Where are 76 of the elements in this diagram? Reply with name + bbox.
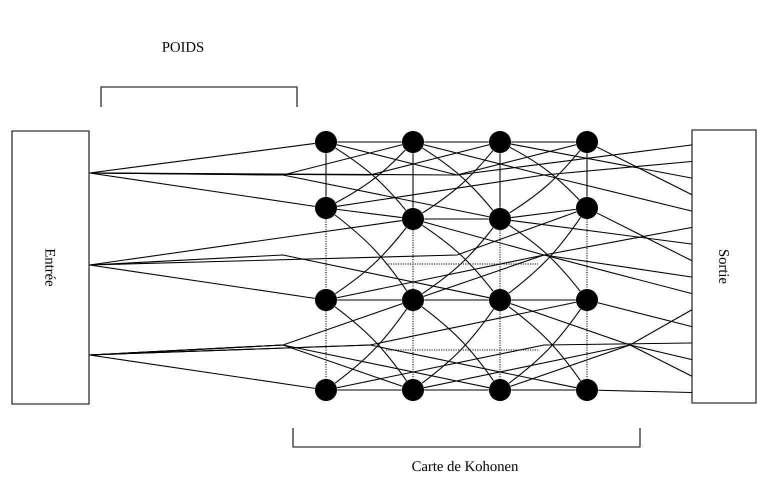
connection-line <box>511 220 692 245</box>
connection-line <box>325 219 327 289</box>
connection-line <box>424 389 489 391</box>
connection-line <box>90 254 490 298</box>
neuron-circle <box>315 131 337 153</box>
neuron-circle <box>489 379 511 401</box>
connection-line <box>90 172 490 218</box>
connection-line <box>596 146 692 195</box>
connection-line <box>510 303 692 346</box>
neuron-circle <box>489 131 511 153</box>
connection-line <box>499 153 501 208</box>
neuron-circle <box>489 289 511 311</box>
connection-line <box>424 144 692 176</box>
connection-line <box>424 221 692 256</box>
label: POIDS <box>162 42 204 52</box>
connection-line <box>596 212 692 261</box>
connection-line <box>337 299 402 301</box>
connection-line <box>510 144 692 179</box>
input-box: Entrée <box>11 130 90 405</box>
connection-line <box>89 354 315 389</box>
neuron-circle <box>402 131 424 153</box>
connection-line <box>510 146 580 200</box>
output-box: Sortie <box>691 129 757 404</box>
connection-line <box>598 390 692 394</box>
connection-line <box>89 220 402 266</box>
connection-line <box>337 174 692 212</box>
connection-line <box>424 141 489 143</box>
connection-line <box>424 218 489 220</box>
neuron-circle <box>315 197 337 219</box>
neuron-circle <box>315 289 337 311</box>
connection-line <box>598 302 692 327</box>
connection-line <box>89 142 315 174</box>
connection-line <box>90 344 576 388</box>
connection-line <box>336 342 692 388</box>
connection-line <box>336 254 692 298</box>
connection-line <box>89 172 315 207</box>
neuron-circle <box>402 289 424 311</box>
connection-line <box>337 208 402 218</box>
connection-line <box>412 311 414 379</box>
connection-line <box>423 254 692 297</box>
connection-line <box>325 153 327 197</box>
connection-line <box>424 299 489 301</box>
connection-line <box>335 228 406 294</box>
connection-line <box>336 144 692 176</box>
neuron-circle <box>402 379 424 401</box>
connection-line <box>412 153 414 208</box>
connection-line <box>412 230 414 289</box>
connection-line <box>509 150 580 214</box>
connection-line <box>89 264 315 299</box>
connection-line <box>510 344 692 387</box>
connection-line <box>325 311 327 379</box>
connection-line <box>499 311 501 379</box>
label: Carte de Kohonen <box>412 460 518 472</box>
neuron-circle <box>576 131 598 153</box>
neuron-circle <box>489 208 511 230</box>
connection-line <box>586 219 588 289</box>
neuron-circle <box>576 197 598 219</box>
connection-line <box>511 141 576 143</box>
connection-line <box>337 141 402 143</box>
connection-line <box>336 150 406 204</box>
neuron-circle <box>315 379 337 401</box>
connection-line <box>334 214 408 291</box>
connection-line <box>508 216 582 294</box>
neuron-circle <box>576 289 598 311</box>
connection-line <box>511 208 576 218</box>
connection-line <box>499 230 501 289</box>
connection-line <box>586 153 588 197</box>
connection-line <box>424 344 692 388</box>
neuron-circle <box>576 379 598 401</box>
connection-line <box>511 299 576 301</box>
connection-line <box>586 311 588 379</box>
connection-line <box>511 389 576 391</box>
connection-line <box>509 224 580 292</box>
connection-line <box>337 389 402 391</box>
neuron-circle <box>402 208 424 230</box>
connection-line <box>335 148 406 211</box>
